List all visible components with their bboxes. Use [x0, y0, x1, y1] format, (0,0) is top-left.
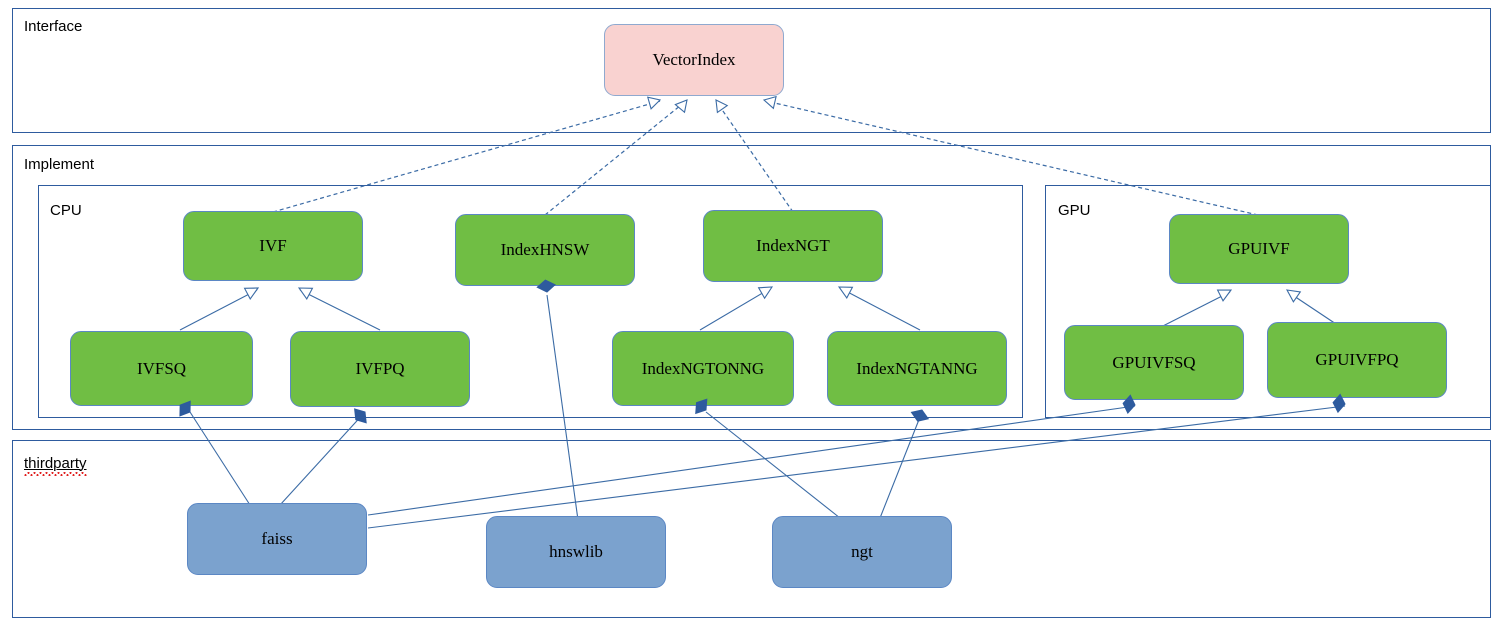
group-label-thirdparty: thirdparty — [24, 455, 87, 476]
node-gpuivfsq[interactable]: GPUIVFSQ — [1064, 325, 1244, 400]
group-label-thirdparty-text: thirdparty — [24, 455, 87, 472]
node-gpuivf[interactable]: GPUIVF — [1169, 214, 1349, 284]
node-indexngt[interactable]: IndexNGT — [703, 210, 883, 282]
node-ngt[interactable]: ngt — [772, 516, 952, 588]
group-label-interface: Interface — [24, 18, 83, 35]
node-gpuivfpq[interactable]: GPUIVFPQ — [1267, 322, 1447, 398]
node-faiss[interactable]: faiss — [187, 503, 367, 575]
spellcheck-squiggle-icon — [24, 472, 87, 476]
group-label-implement: Implement — [24, 156, 95, 173]
group-label-cpu: CPU — [50, 202, 82, 219]
node-hnswlib[interactable]: hnswlib — [486, 516, 666, 588]
node-indexngtonng[interactable]: IndexNGTONNG — [612, 331, 794, 406]
node-ivf[interactable]: IVF — [183, 211, 363, 281]
node-indexngtanng[interactable]: IndexNGTANNG — [827, 331, 1007, 406]
node-indexhnsw[interactable]: IndexHNSW — [455, 214, 635, 286]
group-label-gpu: GPU — [1058, 202, 1091, 219]
node-ivfsq[interactable]: IVFSQ — [70, 331, 253, 406]
node-vectorindex[interactable]: VectorIndex — [604, 24, 784, 96]
node-ivfpq[interactable]: IVFPQ — [290, 331, 470, 407]
